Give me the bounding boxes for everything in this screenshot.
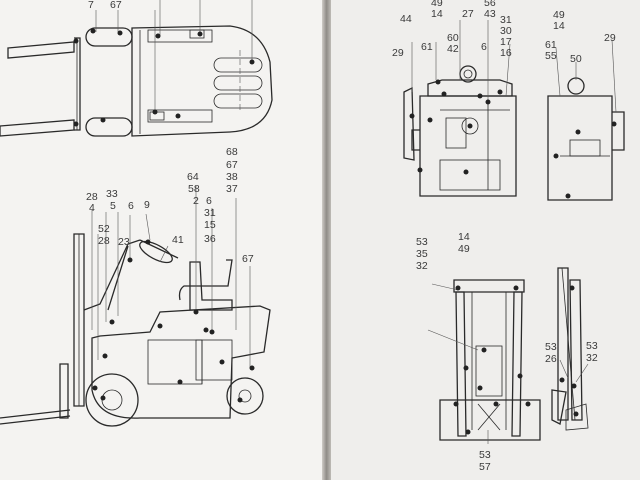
- callout-label: 68: [226, 146, 238, 158]
- mast-side-view-diagram: 53 26 53 32: [545, 267, 598, 431]
- callout-label: 53: [586, 340, 598, 352]
- callout-label: 53: [479, 449, 491, 461]
- callout-label: 64: [187, 171, 199, 183]
- callout-label: 14: [431, 8, 443, 20]
- forklift-side-view-diagram: 28 4 33 5 6 9 52 28 23 41 64 58 2 6 31 1…: [0, 146, 271, 427]
- callout-label: 49: [553, 9, 565, 21]
- callout-label: 55: [545, 50, 557, 62]
- callout-label: 32: [416, 260, 428, 272]
- callout-label: 27: [462, 8, 474, 20]
- book-gutter: [322, 0, 332, 480]
- callout-label: 30: [500, 25, 512, 37]
- callout-label: 67: [242, 253, 254, 265]
- callout-label: 37: [226, 183, 238, 195]
- callout-label: 29: [392, 47, 404, 59]
- callout-label: 16: [500, 47, 512, 59]
- callout-label: 31: [204, 207, 216, 219]
- callout-label: 26: [545, 353, 557, 365]
- callout-label: 6: [481, 41, 487, 53]
- callout-label: 61: [545, 39, 557, 51]
- left-page: [0, 0, 323, 480]
- callout-label: 61: [421, 41, 433, 53]
- callout-label: 5: [110, 200, 116, 212]
- callout-label: 31: [500, 14, 512, 26]
- engine-side-view-diagram: 49 14 29 61 55 50: [545, 9, 625, 201]
- callout-label: 38: [226, 171, 238, 183]
- mast-front-view-diagram: 14 49 53 35 32 53 57: [416, 231, 541, 473]
- callout-label: 28: [86, 191, 98, 203]
- callout-label: 49: [458, 243, 470, 255]
- callout-label: 14: [553, 20, 565, 32]
- callout-label: 52: [98, 223, 110, 235]
- callout-label: 53: [545, 341, 557, 353]
- callout-label: 17: [500, 36, 512, 48]
- callout-label: 41: [172, 234, 184, 246]
- callout-label: 6: [128, 200, 134, 212]
- callout-label: 32: [586, 352, 598, 364]
- callout-label: 67: [110, 0, 122, 11]
- callout-label: 9: [144, 199, 150, 211]
- callout-label: 14: [458, 231, 470, 243]
- callout-label: 43: [484, 8, 496, 20]
- callout-label: 28: [98, 235, 110, 247]
- callout-label: 23: [118, 236, 130, 248]
- callout-label: 6: [206, 195, 212, 207]
- callout-label: 53: [416, 236, 428, 248]
- callout-label: 2: [193, 195, 199, 207]
- callout-label: 50: [570, 53, 582, 65]
- callout-label: 44: [400, 13, 412, 25]
- callout-label: 7: [88, 0, 94, 11]
- callout-label: 4: [89, 202, 95, 214]
- callout-label: 67: [226, 159, 238, 171]
- engine-front-view-diagram: 49 14 56 43 44 27 31 30 17 16 29 61 60 4…: [392, 0, 517, 197]
- top-view-diagram: 7 67: [0, 0, 273, 137]
- callout-label: 58: [188, 183, 200, 195]
- callout-label: 57: [479, 461, 491, 473]
- callout-label: 33: [106, 188, 118, 200]
- callout-label: 49: [431, 0, 443, 9]
- callout-label: 36: [204, 233, 216, 245]
- callout-label: 15: [204, 219, 216, 231]
- callout-label: 35: [416, 248, 428, 260]
- callout-label: 29: [604, 32, 616, 44]
- callout-label: 60: [447, 32, 459, 44]
- callout-label: 56: [484, 0, 496, 9]
- callout-label: 42: [447, 43, 459, 55]
